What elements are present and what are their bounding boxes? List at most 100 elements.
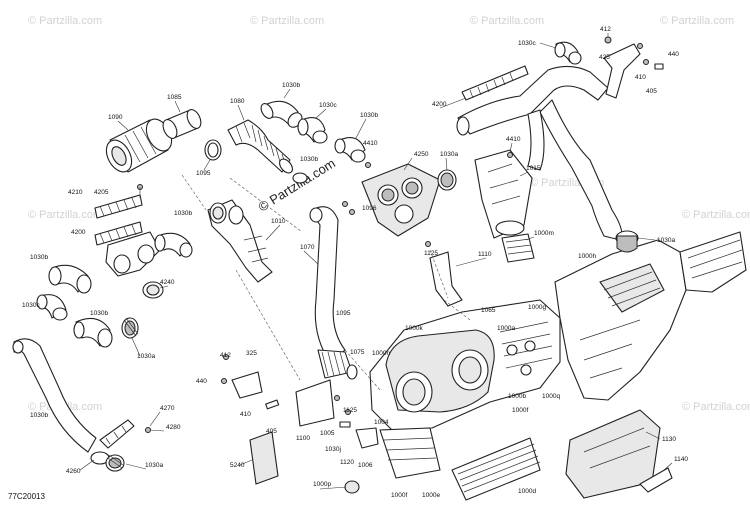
callout-label: 1090 [108,114,123,121]
bracket-1110[interactable] [429,251,463,307]
coupler-1030a-bottom[interactable] [105,454,125,472]
airbox-body[interactable] [369,299,561,431]
bolt-1096[interactable] [342,201,348,207]
hose-1070[interactable] [309,206,346,363]
long-tube-1030b[interactable] [12,338,97,453]
bracket-1100[interactable] [295,379,335,427]
corrugated-hose-1080[interactable] [227,119,295,175]
callout-label: 1065 [481,307,496,314]
callout-label: 4260 [66,468,81,475]
callout-label: 1125 [424,250,438,257]
watermark-text: © Partzilla.com [28,15,102,27]
callout-label: 410 [635,74,646,81]
bolt-4410[interactable] [365,162,371,168]
airbox-lid-1000h[interactable] [554,231,747,401]
coupling-1075[interactable] [317,349,358,380]
callout-label: 4270 [160,405,175,412]
callout-label: 1004 [374,419,389,426]
callout-label: 1085 [167,94,182,101]
bolt-1096[interactable] [349,209,355,215]
manifold-body[interactable] [105,231,161,277]
callout-label: 1030b [360,112,378,119]
callout-label: 1030b [30,254,48,261]
bracket-325[interactable] [221,354,280,410]
watermark-text: © Partzilla.com [28,209,102,221]
callout-label: 1030b [282,82,300,89]
bolt-4410-right[interactable] [507,152,513,158]
seal-4240[interactable] [142,281,164,299]
callout-label: 1030c [319,102,337,109]
elbow-1030b-mid[interactable] [334,137,366,163]
grille-1000d[interactable] [451,437,541,501]
callout-label: 4250 [414,151,429,158]
plug-1000p[interactable] [344,480,360,494]
elbow-1030b-left[interactable] [154,232,193,258]
callout-label: 4200 [432,101,447,108]
clamp-ring-1095[interactable] [292,172,308,184]
elbow-1030c-right[interactable] [554,41,582,65]
elbow-1030c[interactable] [297,117,328,144]
callout-label: 1000n [372,350,390,357]
callout-label: 412 [600,26,611,33]
callout-label: 1110 [478,251,492,258]
grille-1000m[interactable] [501,233,535,263]
callout-label: 1000p [313,481,331,488]
callout-label: 412 [220,352,231,359]
assembly-lines [181,174,471,391]
elbow-1030b-far-left[interactable] [48,264,92,294]
adapter-1085[interactable] [160,107,203,140]
callout-label: 1000f [512,407,528,414]
callout-label: 1000h [578,253,596,260]
duct-1015[interactable] [474,149,533,239]
callout-label: 1030a [145,462,163,469]
airbox-lower-frame[interactable] [379,427,441,479]
callout-label: 1095 [336,310,351,317]
watermark-text: © Partzilla.com [682,401,750,413]
duct-1010[interactable] [207,199,273,283]
bolt-1125[interactable] [425,241,431,247]
callout-label: 325 [246,350,257,357]
callout-label: 1000g [528,304,546,311]
watermark-text: © Partzilla.com [682,209,750,221]
callout-label: 1100 [296,435,310,442]
bracket-1140[interactable] [639,467,673,493]
air-filter-1090[interactable] [101,115,176,176]
bracket-4200[interactable] [94,184,143,246]
bracket-4200-right[interactable] [461,65,529,101]
callout-label: 1000b [508,393,526,400]
callout-label: 1125 [343,407,357,414]
callout-label: 1130 [662,436,676,443]
callout-label: 1030b [90,310,108,317]
intake-hose-upper[interactable] [456,65,623,241]
callout-label: 1030b [174,210,192,217]
elbow-1030b[interactable] [259,100,305,130]
callout-label: 1030a [440,151,458,158]
small-parts-1005[interactable] [334,395,379,449]
callout-label: 1140 [674,456,688,463]
callout-label: 1000d [518,488,536,495]
watermark-main: © Partzilla.com [256,155,338,214]
bracket-4270[interactable] [99,419,151,449]
callout-label: 1030a [657,237,675,244]
coupler-1030a-right[interactable] [615,230,639,253]
heat-shield-5240[interactable] [249,431,279,485]
callout-label: 1095 [196,170,211,177]
elbow-1030b-lower-left[interactable] [73,317,113,348]
callout-label: 1000f [391,492,407,499]
callout-label: 1030c [22,302,40,309]
elbow-1030c-left[interactable] [36,294,68,321]
callout-label: 410 [240,411,251,418]
callout-label: 5240 [230,462,245,469]
callout-label: 4410 [506,136,521,143]
watermark-text: © Partzilla.com [660,15,734,27]
coupler-1030a-center[interactable] [437,169,457,191]
callout-label: 440 [668,51,679,58]
callout-label: 1010 [271,218,286,225]
intake-cover-4250[interactable] [361,163,441,237]
coupler-1030a-left[interactable] [121,317,139,339]
callout-label: 405 [266,428,277,435]
clamp-ring-inner [207,142,219,158]
callout-label: 4205 [94,189,109,196]
callout-label: 1070 [300,244,315,251]
